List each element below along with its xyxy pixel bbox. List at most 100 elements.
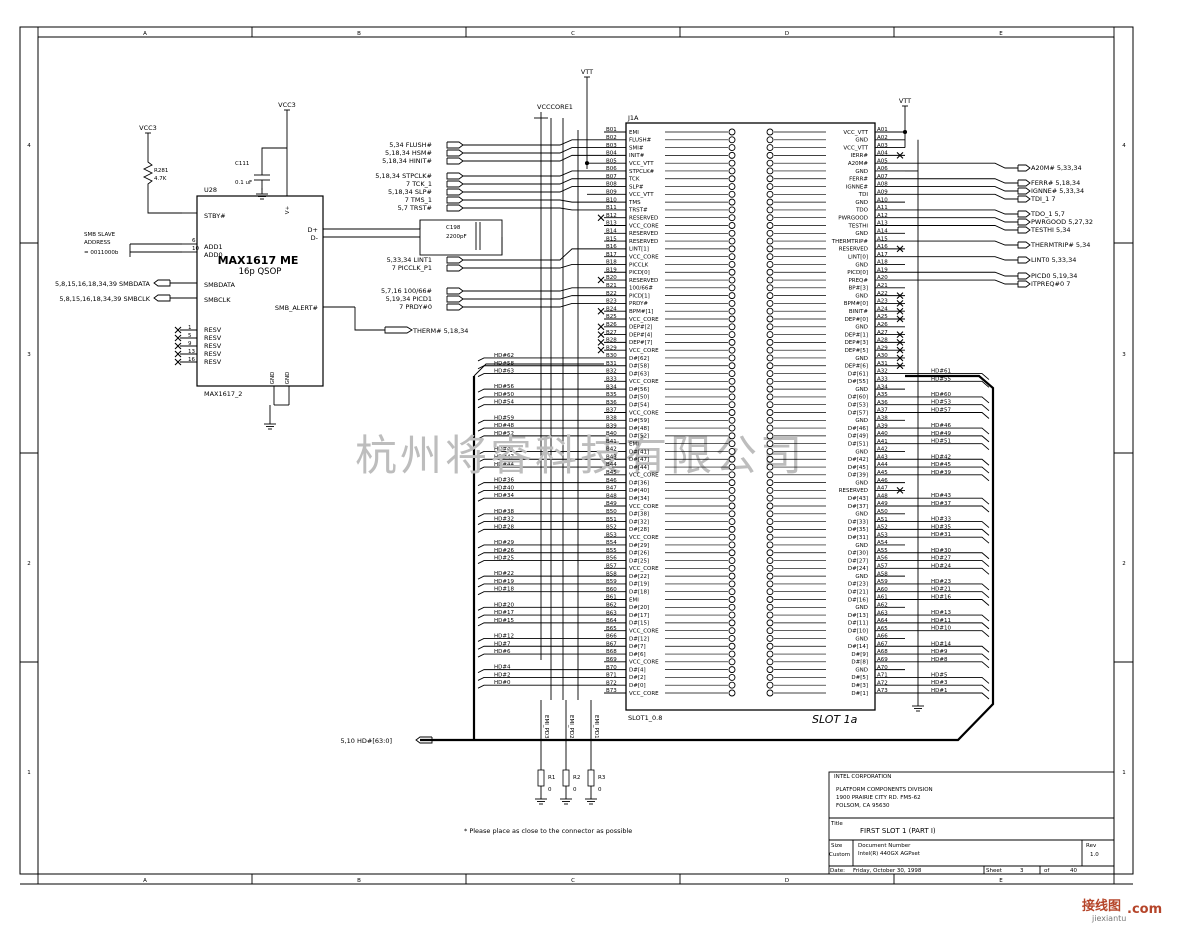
- res-label: R1: [548, 775, 555, 781]
- pin-terminal: [728, 323, 736, 331]
- b-pin-number: B30: [606, 353, 617, 359]
- a-pin-name: D#[61]: [848, 371, 868, 377]
- wire: [905, 178, 1018, 184]
- a-pin-name: DEP#[6]: [845, 364, 868, 370]
- a-pin-name: PICD[0]: [847, 270, 868, 276]
- hd-net: HD#33: [931, 517, 951, 523]
- pin-label: D-: [311, 234, 319, 242]
- col-marker: A: [143, 31, 147, 37]
- pin-terminal: [766, 377, 774, 385]
- pin-terminal: [728, 448, 736, 455]
- tb-addr: FOLSOM, CA 95630: [836, 803, 890, 809]
- pin-terminal: [766, 518, 774, 526]
- a-pin-number: A07: [877, 174, 888, 180]
- pin-terminal: [766, 510, 774, 518]
- b-pin-number: B66: [606, 634, 617, 640]
- b-pin-number: B27: [606, 330, 617, 336]
- bus-entry: [905, 466, 990, 474]
- b-pin-number: B54: [606, 540, 617, 546]
- a-pin-name: D#[51]: [848, 441, 868, 447]
- hd-net: HD#9: [931, 649, 948, 655]
- a-pin-name: DEP#[1]: [845, 332, 868, 338]
- b-pin-number: B52: [606, 525, 617, 531]
- b-pin-name: INIT#: [629, 153, 645, 159]
- pin-terminal: [766, 432, 774, 440]
- b-pin-number: B35: [606, 392, 617, 398]
- a-pin-number: A32: [877, 369, 888, 375]
- pin-terminal: [728, 619, 736, 627]
- net-label: 7 TCK_1: [406, 180, 432, 188]
- pin-terminal: [728, 510, 736, 518]
- a-pin-number: A68: [877, 649, 888, 655]
- b-pin-number: B51: [606, 517, 617, 523]
- pin-terminal: [766, 167, 774, 175]
- row-marker: 1: [27, 770, 31, 776]
- watermark-text: 杭州将睿科技有限公司: [355, 431, 805, 480]
- a-pin-number: A24: [877, 306, 888, 312]
- cap-label: C111: [235, 161, 249, 167]
- pin-label: SMB_ALERT#: [275, 304, 318, 312]
- hd-net: HD#30: [931, 548, 951, 554]
- wire: [463, 207, 604, 211]
- col-marker: B: [357, 878, 361, 884]
- pin-terminal: [766, 354, 774, 362]
- b-pin-name: SLP#: [629, 184, 644, 190]
- b-pin-name: VCC_CORE: [629, 379, 659, 385]
- emi-label: EMI_PD3: [543, 715, 549, 739]
- a-pin-name: D#[42]: [848, 457, 868, 463]
- b-pin-name: D#[19]: [629, 582, 649, 588]
- pin-terminal: [766, 253, 774, 261]
- col-marker: D: [785, 878, 789, 884]
- net-port: [446, 287, 464, 295]
- pin-terminal: [766, 409, 774, 416]
- hd-net: HD#22: [494, 571, 514, 577]
- wire: [174, 358, 182, 366]
- b-pin-name: VCC_CORE: [629, 504, 659, 510]
- net-port: [446, 264, 464, 272]
- wire: [174, 326, 182, 334]
- wire: [463, 186, 604, 193]
- wire: [597, 338, 605, 346]
- a-pin-name: PWRGOOD: [838, 216, 868, 222]
- pin-label: ADD1: [204, 243, 223, 251]
- b-pin-number: B38: [606, 415, 617, 421]
- pin-terminal: [766, 261, 774, 268]
- a-pin-number: A70: [877, 665, 888, 671]
- row-marker: 4: [27, 143, 31, 149]
- wire: [905, 186, 1018, 192]
- pin-terminal: [766, 533, 774, 541]
- wire: [597, 331, 605, 338]
- a-pin-number: A21: [877, 283, 888, 289]
- pin-terminal: [766, 175, 774, 183]
- a-pin-number: A72: [877, 680, 888, 686]
- a-pin-number: A64: [877, 618, 888, 624]
- res-label: 4.7K: [154, 176, 167, 182]
- wire: [463, 178, 604, 185]
- pin-terminal: [728, 541, 736, 549]
- pin-terminal: [766, 401, 774, 409]
- b-pin-name: VCC_CORE: [629, 348, 659, 354]
- a-pin-number: A11: [877, 205, 888, 211]
- pin-terminal: [728, 533, 736, 541]
- bus-entry: [477, 388, 604, 393]
- pin-terminal: [766, 658, 774, 666]
- pin-label: RESV: [204, 358, 222, 366]
- pin-terminal: [766, 268, 774, 276]
- wire: [463, 139, 604, 146]
- pin-number: 13: [188, 349, 195, 355]
- a-pin-number: A48: [877, 493, 888, 499]
- pin-number: 10: [192, 246, 199, 252]
- hd-net: HD#27: [931, 556, 951, 562]
- net-label: 7 TMS_1: [405, 196, 432, 204]
- a-pin-name: GND: [855, 325, 868, 331]
- b-pin-name: 100/66#: [629, 286, 653, 292]
- pin-label: RESV: [204, 326, 222, 334]
- net-label: 7 PICCLK_P1: [392, 264, 432, 272]
- hd-net: HD#31: [931, 532, 951, 538]
- bus-entry: [905, 630, 990, 638]
- bus-entry: [905, 583, 990, 591]
- pin-terminal: [728, 596, 736, 603]
- a-pin-name: THERMTRIP#: [831, 239, 869, 245]
